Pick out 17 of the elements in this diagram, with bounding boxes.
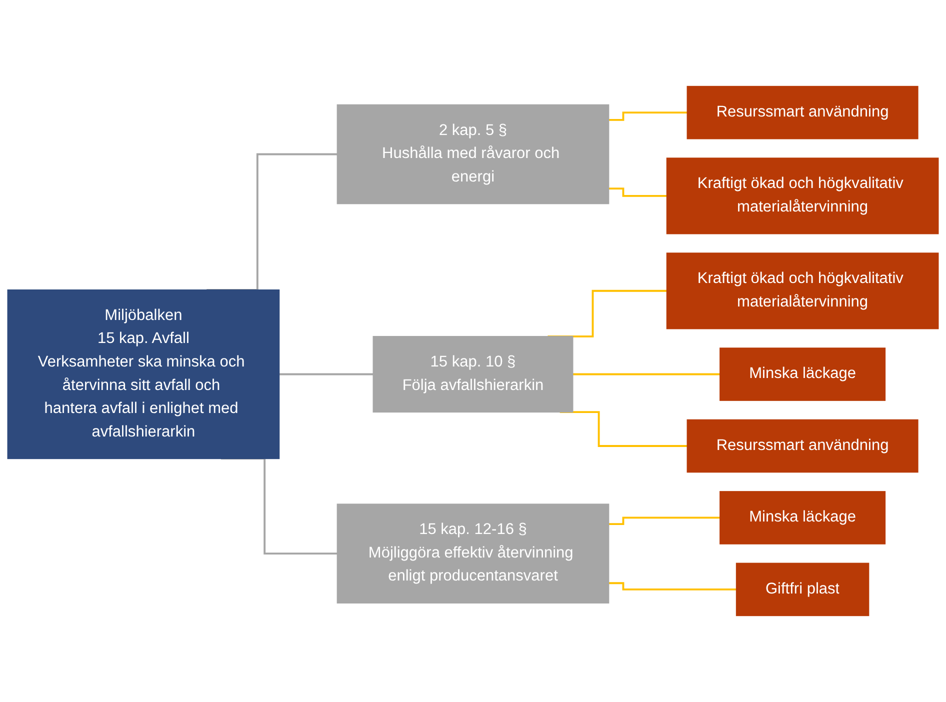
connector — [279, 373, 374, 376]
connector — [608, 582, 736, 590]
node-box: Giftfri plast — [736, 562, 870, 616]
connector — [608, 516, 720, 525]
connector — [608, 112, 688, 121]
node-box: Kraftigt ökad och högkvalitativ materialåtervinning — [666, 252, 939, 330]
node-box: Miljöbalken 15 kap. Avfall Verksamheter ska minska och återvinna sitt avfall och hantera avfall i enlighet med avfallshierarkin — [7, 289, 280, 460]
node-box: Kraftigt ökad och högkvalitativ materialåtervinning — [666, 158, 939, 234]
node-box: Minska läckage — [720, 491, 886, 544]
node-box: Resurssmart användning — [686, 86, 918, 140]
connector — [608, 188, 667, 197]
node-box: 15 kap. 12-16 § Möjliggöra effektiv återvinning enligt producentansvaret — [336, 504, 610, 604]
node-box: Resurssmart användning — [686, 419, 918, 473]
connector — [572, 373, 720, 376]
node-box: 2 kap. 5 § Hushålla med råvaror och energi — [336, 104, 610, 204]
node-box: 15 kap. 10 § Följa avfallshierarkin — [372, 336, 574, 413]
node-box: Minska läckage — [720, 348, 886, 401]
